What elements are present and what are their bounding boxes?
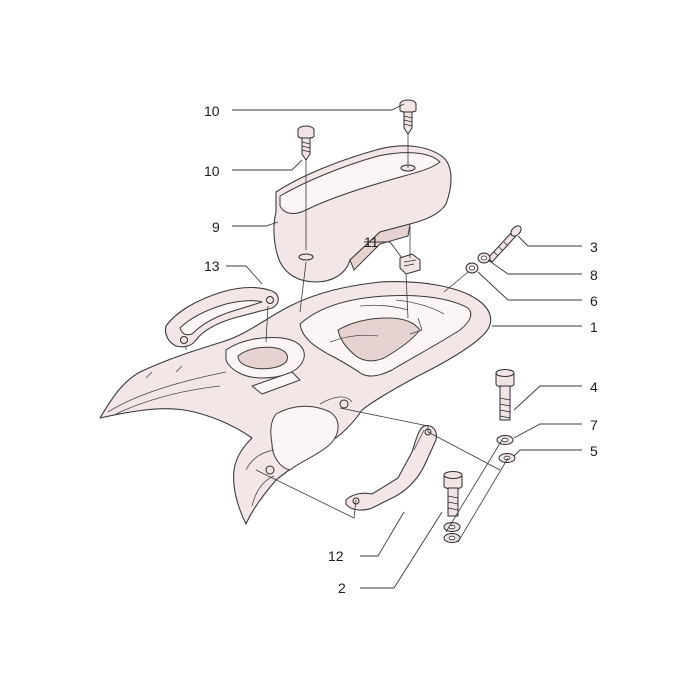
bolt-lower-left	[443, 471, 463, 517]
callout-11: 11	[364, 234, 379, 250]
bolt-part-3	[487, 225, 522, 263]
callout-13: 13	[204, 258, 220, 274]
leader-lines	[226, 103, 582, 589]
washer-part-8	[477, 252, 491, 264]
bracket-part-12	[345, 425, 437, 511]
washer-lower-left-b	[443, 533, 461, 543]
callout-4: 4	[590, 379, 598, 395]
callout-12: 12	[328, 548, 344, 564]
callout-3: 3	[590, 239, 598, 255]
seat-pad-part-9	[273, 145, 452, 283]
callout-labels: 10 10 9 13 11 3 8 6 1 4 7 5 12 2	[204, 103, 598, 596]
callout-9: 9	[212, 219, 220, 235]
callout-10-top: 10	[204, 103, 220, 119]
clip-part-11	[399, 253, 421, 275]
callout-8: 8	[590, 267, 598, 283]
bolt-part-4	[495, 369, 515, 421]
screw-part-10-right	[399, 99, 417, 135]
callout-6: 6	[590, 293, 598, 309]
rear-fairing-part-1	[99, 281, 492, 525]
screw-part-10-left	[297, 125, 315, 161]
callout-7: 7	[590, 417, 598, 433]
callout-5: 5	[590, 443, 598, 459]
assembly-guide-lines	[185, 134, 509, 543]
washer-part-7	[496, 435, 514, 445]
callout-2: 2	[338, 580, 346, 596]
callout-10-left: 10	[204, 163, 220, 179]
callout-1: 1	[590, 319, 598, 335]
washer-lower-left-a	[443, 522, 461, 532]
grab-handle-part-13	[164, 286, 279, 348]
washer-part-5	[498, 453, 516, 463]
washer-part-6	[465, 262, 479, 274]
